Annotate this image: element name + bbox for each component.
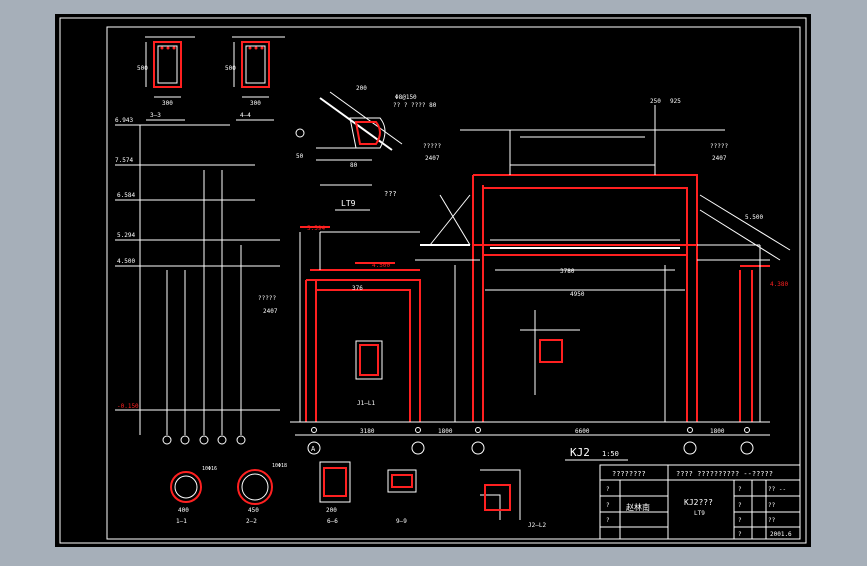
beam-4950: 4950 [570, 291, 585, 298]
column-schedule: 6.943 7.574 6.584 5.294 4.500 -0.150 [115, 117, 280, 445]
axis-bubble-a [307, 441, 321, 455]
elev-5: 4.500 [117, 258, 135, 265]
j2l2-label: J2—L2 [528, 522, 546, 529]
dim-bottom-3: 6600 [575, 428, 590, 435]
elev-6: -0.150 [117, 403, 139, 410]
sheet-outer-border [59, 17, 807, 544]
dim-bottom-4: 1800 [710, 428, 725, 435]
tb-q-1: ? [606, 486, 610, 493]
elev-1: 6.943 [115, 117, 133, 124]
dim-top-2: 925 [670, 98, 681, 105]
sec-dim-200-a: 200 [326, 507, 337, 514]
ann-right-q: ????? [710, 143, 728, 150]
elev-right-top: 5.500 [745, 214, 763, 221]
axis-a-label: A [311, 445, 316, 453]
tb-row1-a: ???????? [612, 470, 646, 478]
j1l1-label: J1—L1 [357, 400, 375, 407]
dim-bottom-2: 1800 [438, 428, 453, 435]
ann-mid-2407: 2407 [425, 155, 440, 162]
circ-dim-450: 450 [248, 507, 259, 514]
elev-mid: 4.500 [372, 262, 390, 269]
elev-left: 5.594 [307, 225, 325, 232]
ann-left-q: ????? [258, 295, 276, 302]
main-title: KJ2 [570, 446, 590, 459]
sec-2-2-label: 2—2 [246, 518, 257, 525]
tb-q-4: ? [738, 486, 742, 493]
lt9-ann-2: ?? ? ???? 80 [393, 102, 437, 109]
tb-draw-name-2: LT9 [694, 510, 705, 517]
ann-left-2407: 2407 [263, 308, 278, 315]
ann-mid-q: ????? [423, 143, 441, 150]
dim-top-1: 250 [650, 98, 661, 105]
title-block: ???????? ???? ?????????? --????? KJ2??? … [599, 464, 801, 540]
tb-q-9: ?? [768, 502, 776, 509]
tb-date: 2001.6 [770, 531, 792, 538]
tb-q-3: ? [606, 517, 610, 524]
elev-4: 5.294 [117, 232, 135, 239]
lt9-dim-80: 80 [350, 162, 358, 169]
section-4-4: 300 500 4—4 [225, 36, 285, 121]
lt9-ann-3: ??? [384, 190, 397, 198]
frame-kj2: A 3180 1800 6600 1800 250 925 4950 3780 … [258, 98, 791, 461]
section-3-3: 300 500 3—3 [137, 36, 195, 121]
tb-q-2: ? [606, 502, 610, 509]
sec-4-4-label: 4—4 [240, 112, 251, 119]
tb-q-8: ?? -- [768, 486, 786, 493]
drawing-sheet [55, 14, 811, 547]
sec-dim-300: 300 [162, 100, 173, 107]
lt9-ann-1: Φ8@150 [395, 94, 417, 101]
tb-row1-b: ???? ?????????? --????? [676, 470, 773, 478]
sec-dim-500-b: 500 [225, 65, 236, 72]
tb-q-5: ? [738, 502, 742, 509]
bottom-sections: 400 10Φ16 1—1 450 10Φ18 2—2 6—6 200 9—9 … [170, 461, 546, 529]
elev-2: 7.574 [115, 157, 133, 164]
lt9-dim-200: 200 [356, 85, 367, 92]
elev-right: 4.380 [770, 281, 788, 288]
elev-3: 6.584 [117, 192, 135, 199]
lt9-dim-50: 50 [296, 153, 304, 160]
sec-dim-300-b: 300 [250, 100, 261, 107]
tb-q-10: ?? [768, 517, 776, 524]
tb-q-7: ? [738, 531, 742, 538]
dim-bottom-1: 3180 [360, 428, 375, 435]
sheet-inner-border [106, 26, 801, 540]
sec-1-1-label: 1—1 [176, 518, 187, 525]
tb-draw-name: KJ2??? [684, 498, 713, 507]
beam-376: 376 [352, 285, 363, 292]
sec-6-6-label: 6—6 [327, 518, 338, 525]
sec-3-3-label: 3—3 [150, 112, 161, 119]
sec-dim-500-a: 500 [137, 65, 148, 72]
lt9-label: LT9 [341, 199, 356, 208]
tb-stamp: 赵林南 [626, 502, 650, 512]
lt9-detail: 200 Φ8@150 ?? ? ???? 80 50 80 ??? LT9 [295, 85, 437, 211]
ann-right-2407: 2407 [712, 155, 727, 162]
circ-ann-2: 10Φ18 [272, 463, 287, 469]
sec-9-9-label: 9—9 [396, 518, 407, 525]
circ-ann-1: 10Φ16 [202, 466, 217, 472]
circ-dim-400: 400 [178, 507, 189, 514]
tb-q-6: ? [738, 517, 742, 524]
main-scale: 1:50 [602, 450, 619, 458]
beam-3780: 3780 [560, 268, 575, 275]
